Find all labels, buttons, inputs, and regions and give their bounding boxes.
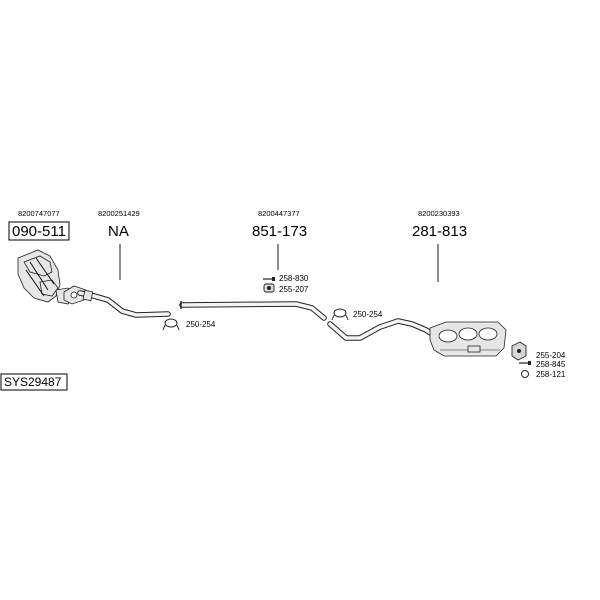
clamp-icon — [162, 318, 180, 331]
accessory-ring-rear[interactable]: 258-121 — [521, 370, 566, 379]
part-number-clamp-rear: 250-254 — [353, 310, 383, 319]
part-number-middle-pipe: 851-173 — [252, 223, 307, 240]
part-number-clamp-front: 250-254 — [186, 320, 216, 329]
accessory-mount-rear[interactable]: 255-204 — [511, 341, 566, 361]
system-code-frame — [0, 373, 68, 391]
part-number-ring-rear: 258-121 — [536, 370, 566, 379]
rear-silencer-drawing — [327, 318, 507, 357]
oem-number-middle-pipe: 8200447377 — [258, 209, 300, 218]
accessory-mount-mid[interactable]: 255-207 — [263, 283, 309, 294]
oem-number-front-pipe: 8200251429 — [98, 209, 140, 218]
accessory-bolt-mid[interactable]: 258-830 — [263, 274, 309, 283]
bolt-icon — [519, 361, 531, 365]
front-pipe-drawing — [63, 285, 171, 318]
system-code-label: SYS29487 — [0, 373, 68, 391]
part-number-mount-mid: 255-207 — [279, 285, 309, 294]
part-number-bolt-rear: 258-845 — [536, 360, 566, 369]
middle-pipe-drawing — [179, 301, 327, 321]
sealing-ring-icon — [521, 370, 529, 378]
bolt-icon — [263, 277, 275, 281]
component-front-pipe[interactable]: 8200251429 NA — [63, 209, 171, 318]
accessory-clamp-front[interactable]: 250-254 — [162, 318, 216, 331]
accessory-clamp-rear[interactable]: 250-254 — [331, 308, 383, 321]
accessory-bolt-rear[interactable]: 258-845 — [519, 360, 566, 369]
catalytic-converter-drawing — [17, 249, 75, 305]
oem-number-catalytic-converter: 8200747077 — [18, 209, 60, 218]
part-number-mount-rear: 255-204 — [536, 351, 566, 360]
part-number-bolt-mid: 258-830 — [279, 274, 309, 283]
part-number-rear-silencer: 281-813 — [412, 223, 467, 240]
clamp-icon — [331, 308, 349, 321]
part-number-catalytic-converter: 090-511 — [12, 223, 66, 240]
rubber-mount-icon — [263, 283, 275, 293]
rubber-mount-icon — [511, 341, 527, 361]
component-rear-silencer[interactable]: 8200230393 281-813 — [327, 209, 507, 357]
component-middle-pipe[interactable]: 8200447377 851-173 — [179, 209, 327, 321]
part-number-frame-catalytic-converter — [8, 221, 70, 241]
system-code-text: SYS29487 — [4, 375, 62, 389]
component-catalytic-converter[interactable]: 8200747077 090-511 — [8, 209, 75, 305]
part-number-front-pipe: NA — [108, 223, 129, 240]
oem-number-rear-silencer: 8200230393 — [418, 209, 460, 218]
